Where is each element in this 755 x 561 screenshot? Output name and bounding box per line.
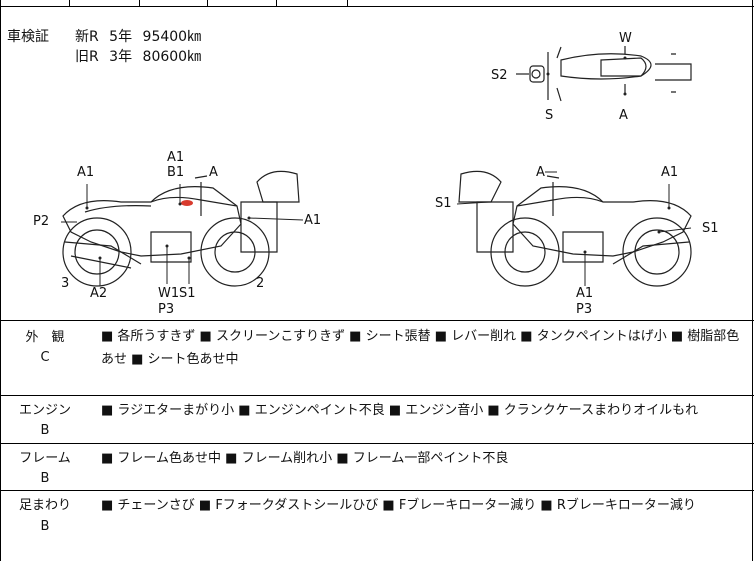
inspection-old: 旧R 3年 80600㎞: [75, 49, 202, 65]
label-left-p3: P3: [158, 302, 175, 317]
label-right-a1-bottom: A1: [576, 286, 594, 301]
label-top-a: A: [619, 108, 628, 123]
condition-notes: ■ チェーンさび ■ Fフォークダストシールひび ■ Fブレーキローター減り ■…: [101, 498, 696, 513]
motorcycle-diagrams: [61, 46, 692, 287]
label-left-w1: W1: [158, 286, 180, 301]
condition-notes: ■ フレーム色あせ中 ■ フレーム削れ小 ■ フレーム一部ペイント不良: [101, 451, 509, 466]
category-label: 外 観: [25, 330, 65, 345]
grade-value: B: [40, 471, 50, 486]
bike-right-view: [458, 170, 692, 287]
label-left-a1-top: A1: [167, 150, 185, 165]
bike-left-view: [62, 170, 300, 287]
condition-notes: ■ ラジエターまがり小 ■ エンジンペイント不良 ■ エンジン音小 ■ クランク…: [101, 403, 699, 418]
grade-value: C: [40, 350, 50, 365]
inspection-new: 新R 5年 95400㎞: [75, 29, 202, 45]
inspection-label: 車検証: [7, 29, 49, 45]
label-left-3: 3: [61, 276, 70, 291]
label-left-a: A: [209, 165, 218, 180]
category-label: フレーム: [19, 451, 71, 466]
category-label: 足まわり: [18, 498, 71, 513]
label-top-w: W: [619, 31, 632, 46]
condition-row-engine: エンジン B ■ ラジエターまがり小 ■ エンジンペイント不良 ■ エンジン音小…: [1, 396, 754, 444]
label-right-s1-left: S1: [435, 196, 452, 211]
label-right-s1-right: S1: [702, 221, 719, 236]
grade-value: B: [40, 519, 50, 534]
header-strip: [1, 0, 754, 7]
label-left-s1: S1: [179, 286, 196, 301]
label-right-a: A: [536, 165, 545, 180]
category-label: エンジン: [18, 403, 71, 418]
condition-notes: ■ 各所うすきず ■ スクリーンこすりきず ■ シート張替 ■ レバー削れ ■ …: [101, 329, 740, 367]
label-left-a1-right: A1: [304, 213, 322, 228]
label-right-p3: P3: [576, 302, 593, 317]
damage-diagram-panel: 車検証 新R 5年 95400㎞ 旧R 3年 80600㎞: [1, 6, 754, 321]
condition-row-exterior: 外 観 C ■ 各所うすきず ■ スクリーンこすりきず ■ シート張替 ■ レバ…: [1, 321, 754, 396]
label-right-a1: A1: [661, 165, 679, 180]
label-left-p2: P2: [33, 214, 50, 229]
label-top-s2: S2: [491, 68, 508, 83]
label-top-s: S: [545, 108, 554, 123]
label-left-a1-left: A1: [77, 165, 95, 180]
condition-row-suspension: 足まわり B ■ チェーンさび ■ Fフォークダストシールひび ■ Fブレーキロ…: [1, 491, 754, 561]
condition-row-frame: フレーム B ■ フレーム色あせ中 ■ フレーム削れ小 ■ フレーム一部ペイント…: [1, 444, 754, 491]
label-left-2: 2: [256, 276, 265, 291]
tank-emblem: [181, 200, 193, 206]
label-left-b1: B1: [167, 165, 185, 180]
bike-top-view: [516, 46, 692, 102]
grade-value: B: [40, 423, 50, 438]
label-left-a2: A2: [90, 286, 108, 301]
